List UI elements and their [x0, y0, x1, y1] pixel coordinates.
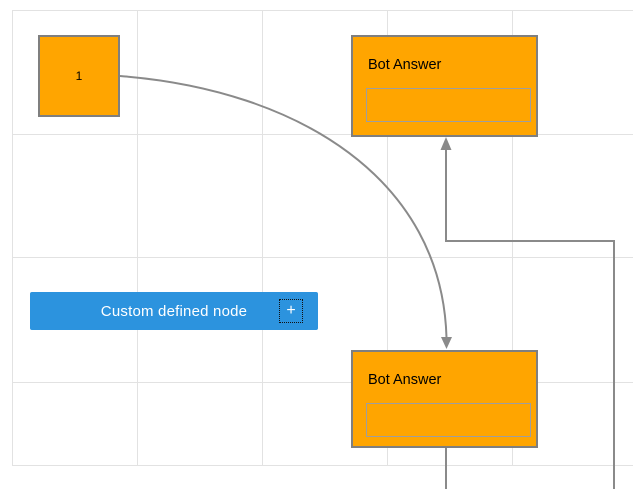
custom-defined-node-label: Custom defined node	[100, 302, 248, 320]
add-node-icon[interactable]: +	[279, 299, 303, 323]
node-title: Bot Answer	[368, 57, 442, 73]
node-source[interactable]: 1	[38, 35, 120, 117]
connector-orthogonal[interactable]	[440, 137, 615, 489]
custom-defined-node-button[interactable]: Custom defined node +	[30, 292, 318, 330]
arrowhead-up-icon[interactable]	[440, 137, 452, 150]
bot-answer-input[interactable]	[366, 403, 531, 437]
connector-curve-path[interactable]	[119, 75, 448, 338]
node-title: Bot Answer	[368, 372, 442, 388]
node-source-label: 1	[75, 69, 83, 83]
node-bot-answer-top[interactable]: Bot Answer	[351, 35, 538, 137]
connector-curve[interactable]	[119, 75, 452, 349]
connector-orthogonal-path[interactable]	[445, 149, 615, 489]
bot-answer-input[interactable]	[366, 88, 531, 122]
node-bot-answer-bottom[interactable]: Bot Answer	[351, 350, 538, 448]
arrowhead-down-icon[interactable]	[441, 337, 452, 349]
